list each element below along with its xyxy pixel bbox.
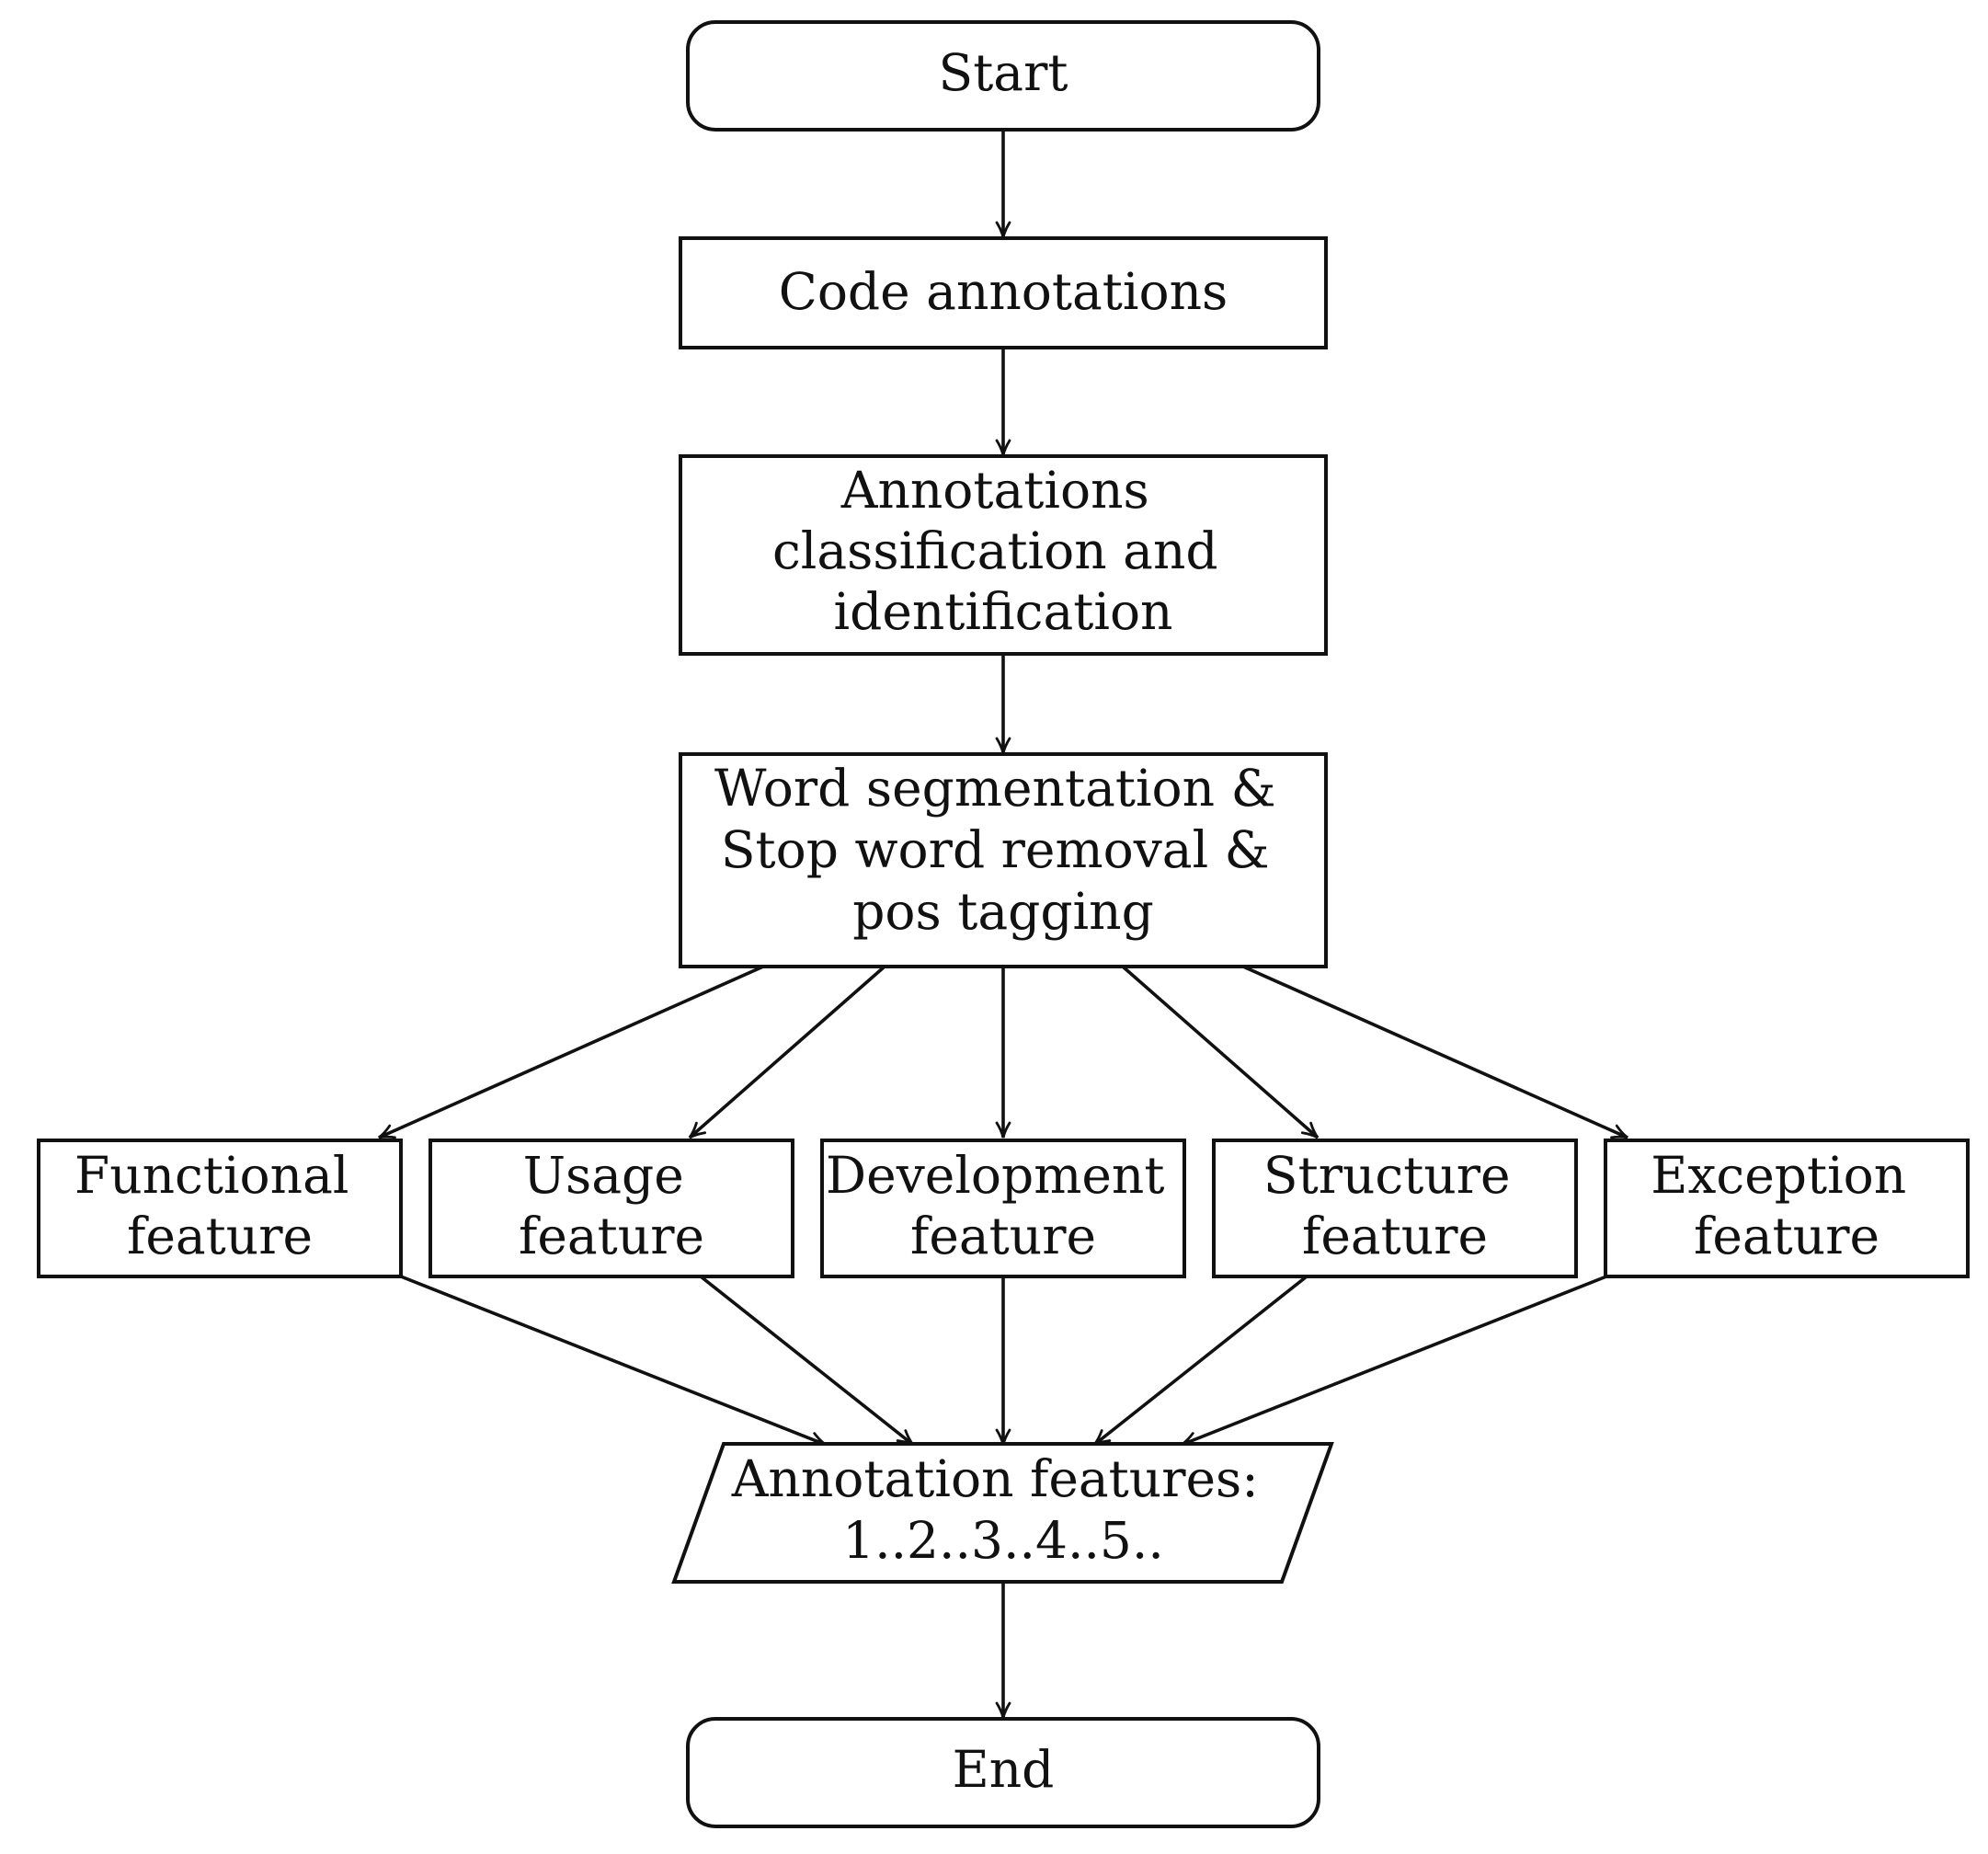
node-end: End xyxy=(686,1717,1320,1828)
exception-feature-label: Exception feature xyxy=(1651,1146,1922,1265)
exception-feature-box xyxy=(1604,1139,1970,1278)
edge-preprocessing-to-usage xyxy=(688,965,886,1139)
node-start: Start xyxy=(686,20,1320,132)
code-annotations-box xyxy=(679,236,1328,349)
development-feature-box xyxy=(820,1139,1186,1278)
end-terminal-shape xyxy=(686,1717,1320,1828)
edge-usage-to-features-output xyxy=(699,1275,915,1447)
functional-feature-label: Functional feature xyxy=(74,1146,365,1265)
functional-feature-box xyxy=(37,1139,403,1278)
start-terminal-shape xyxy=(686,20,1320,132)
edges xyxy=(378,129,1628,1719)
features-output-label: Annotation features: 1..2..3..4..5.. xyxy=(731,1449,1275,1570)
edge-preprocessing-to-structure xyxy=(1121,965,1320,1139)
edge-preprocessing-to-functional xyxy=(378,965,764,1139)
node-functional-feature: Functional feature xyxy=(37,1139,403,1278)
node-classification: Annotations classification and identific… xyxy=(679,454,1328,656)
usage-feature-label: Usage feature xyxy=(519,1146,704,1265)
structure-feature-box xyxy=(1212,1139,1578,1278)
edge-exception-to-features-output xyxy=(1181,1275,1607,1448)
start-label: Start xyxy=(939,43,1068,102)
node-structure-feature: Structure feature xyxy=(1212,1139,1578,1278)
preprocessing-box xyxy=(679,752,1328,968)
edge-structure-to-features-output xyxy=(1092,1275,1308,1447)
classification-label: Annotations classification and identific… xyxy=(772,461,1234,641)
features-output-parallelogram xyxy=(671,1442,1334,1584)
node-code-annotations: Code annotations xyxy=(679,236,1328,349)
structure-feature-label: Structure feature xyxy=(1263,1146,1526,1265)
end-label: End xyxy=(953,1740,1055,1799)
edge-preprocessing-to-exception xyxy=(1242,965,1628,1139)
node-exception-feature: Exception feature xyxy=(1604,1139,1970,1278)
node-preprocessing: Word segmentation & Stop word removal & … xyxy=(679,752,1328,968)
node-features-output: Annotation features: 1..2..3..4..5.. xyxy=(671,1442,1334,1584)
node-development-feature: Development feature xyxy=(820,1139,1186,1278)
development-feature-label: Development feature xyxy=(826,1146,1181,1265)
preprocessing-label: Word segmentation & Stop word removal & … xyxy=(714,759,1292,941)
code-annotations-label: Code annotations xyxy=(779,262,1228,321)
edge-functional-to-features-output xyxy=(400,1275,827,1448)
classification-box xyxy=(679,454,1328,656)
usage-feature-box xyxy=(428,1139,794,1278)
node-usage-feature: Usage feature xyxy=(428,1139,794,1278)
